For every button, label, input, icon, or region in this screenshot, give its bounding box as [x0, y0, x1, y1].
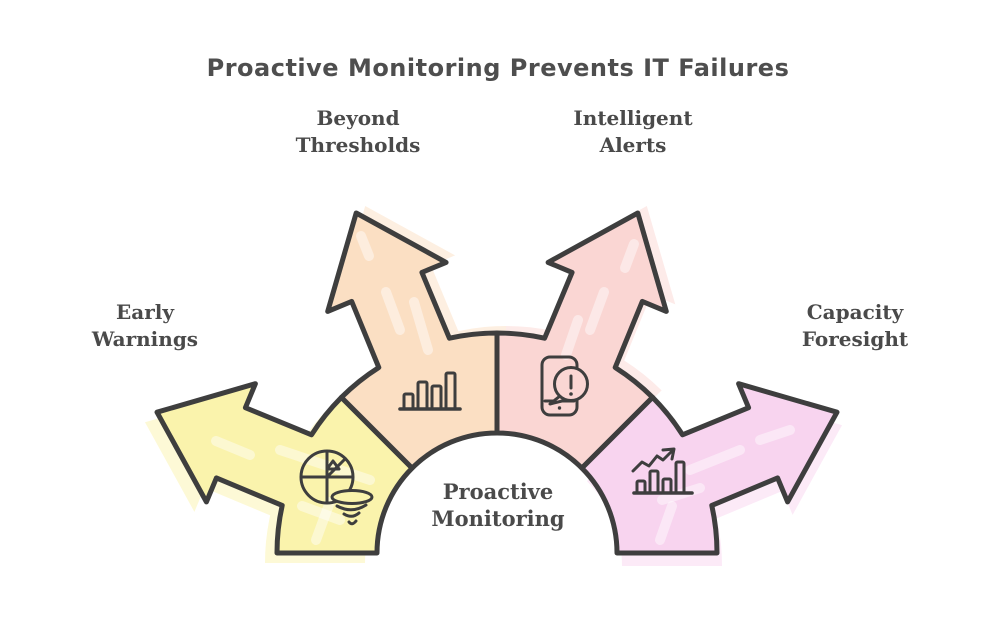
- label-line: Warnings: [91, 327, 199, 351]
- label-line: Thresholds: [295, 133, 421, 157]
- label-line: Proactive: [442, 479, 554, 504]
- bar-chart-icon: [398, 371, 462, 411]
- label-intelligent-alerts: Intelligent Alerts: [533, 105, 733, 159]
- label-line: Monitoring: [431, 506, 565, 531]
- label-line: Early: [116, 300, 174, 324]
- label-line: Beyond: [316, 106, 400, 130]
- label-capacity-foresight: Capacity Foresight: [755, 299, 955, 353]
- texture-streaks: [211, 231, 795, 545]
- trend-chart-icon: [631, 447, 694, 495]
- label-beyond-thresholds: Beyond Thresholds: [258, 105, 458, 159]
- label-line: Foresight: [801, 327, 909, 351]
- label-early-warnings: Early Warnings: [45, 299, 245, 353]
- radar-tornado-icon: [299, 449, 374, 526]
- label-line: Alerts: [599, 133, 667, 157]
- label-proactive-monitoring: Proactive Monitoring: [398, 478, 598, 532]
- label-line: Capacity: [806, 300, 904, 324]
- diagram-title: Proactive Monitoring Prevents IT Failure…: [206, 54, 790, 82]
- phone-alert-icon: [540, 355, 589, 417]
- label-line: Intelligent: [573, 106, 693, 130]
